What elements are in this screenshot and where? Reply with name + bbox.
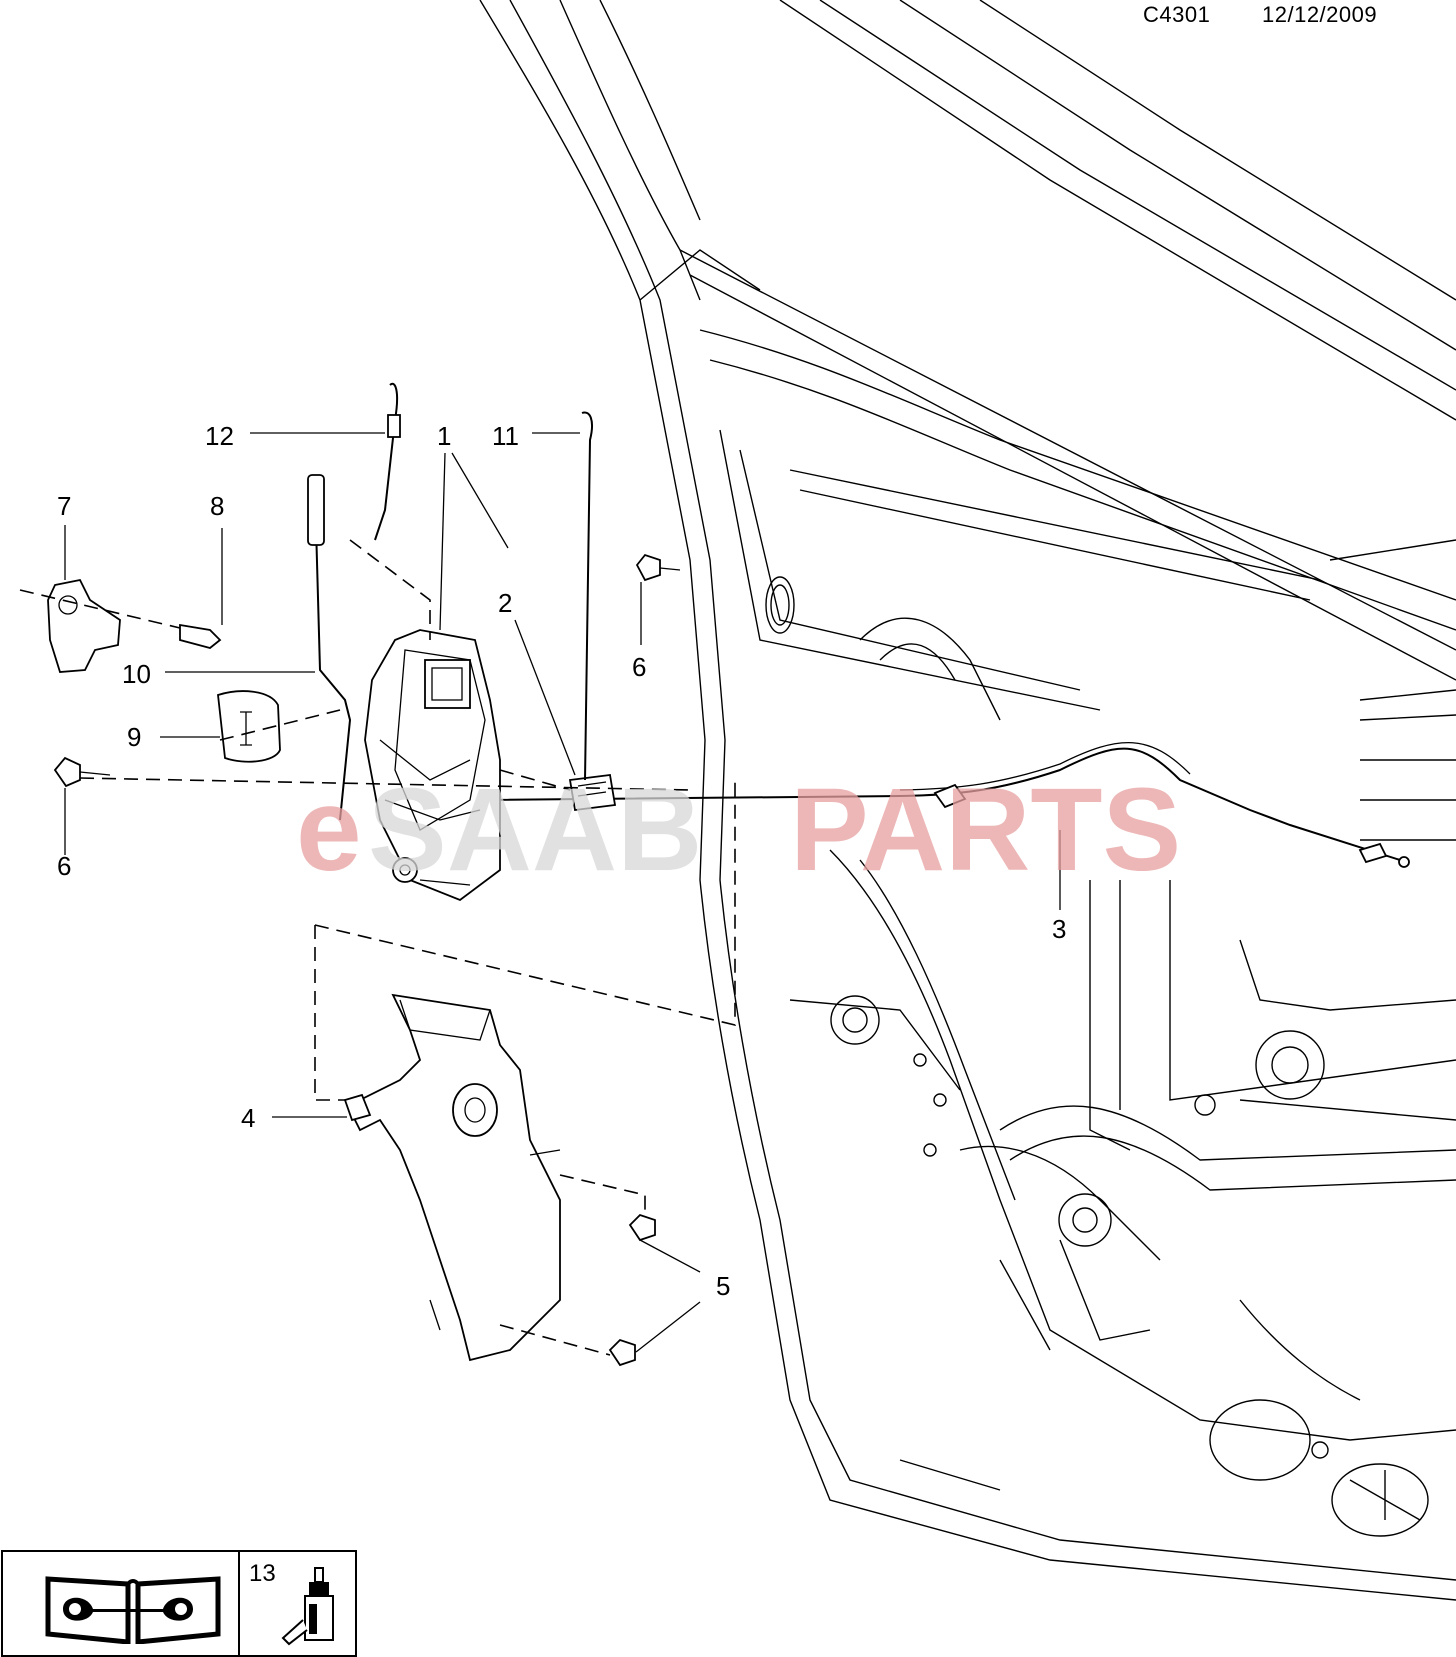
- part-5-clip-upper: [628, 1213, 656, 1242]
- part-8-screw: [179, 623, 222, 649]
- rod-10-sleeve: [307, 474, 325, 546]
- callout-5: 5: [716, 1271, 730, 1301]
- watermark-suffix: PARTS: [790, 764, 1181, 896]
- leader-lines: [64, 432, 1061, 1353]
- callout-11: 11: [492, 421, 519, 451]
- rod-12: [374, 382, 399, 541]
- drawing-code: C4301: [1143, 2, 1211, 27]
- part-5-clip-lower: [608, 1338, 636, 1367]
- rod-11: [581, 411, 593, 781]
- callout-7: 7: [57, 491, 71, 521]
- esaabparts-watermark: e SAAB PARTS: [296, 764, 1181, 896]
- callout-6-right: 6: [632, 652, 646, 682]
- door-frame: [479, 0, 1456, 1601]
- callout-4: 4: [241, 1103, 255, 1133]
- rod-12-clip: [387, 414, 401, 438]
- manual-wrench-book-icon: [45, 1576, 221, 1644]
- door-lock-mechanism: [364, 629, 617, 902]
- lubricant-spray-can-icon: [281, 1567, 334, 1646]
- callout-3: 3: [1052, 914, 1066, 944]
- part-9-grommet: [217, 690, 281, 763]
- callout-12: 12: [205, 421, 234, 451]
- part-6-screw-left: [53, 756, 81, 788]
- part-4-cover: [348, 993, 561, 1362]
- assembly-dash-lines: [19, 539, 736, 1356]
- watermark-middle: SAAB: [368, 764, 702, 896]
- callout-6-left: 6: [57, 851, 71, 881]
- callout-1: 1: [437, 421, 451, 451]
- legend-divider: [238, 1552, 240, 1655]
- legend-item-number: 13: [249, 1560, 276, 1587]
- drawing-date: 12/12/2009: [1262, 2, 1378, 27]
- callout-9: 9: [127, 722, 141, 752]
- legend-panel: 13: [1, 1550, 357, 1657]
- callout-10: 10: [122, 659, 151, 689]
- rod-10: [314, 489, 352, 821]
- part-7-bracket: [47, 578, 121, 673]
- part-6-screw-right: [635, 553, 661, 582]
- callout-2: 2: [498, 588, 512, 618]
- watermark-prefix: e: [296, 764, 362, 896]
- callout-8: 8: [210, 491, 224, 521]
